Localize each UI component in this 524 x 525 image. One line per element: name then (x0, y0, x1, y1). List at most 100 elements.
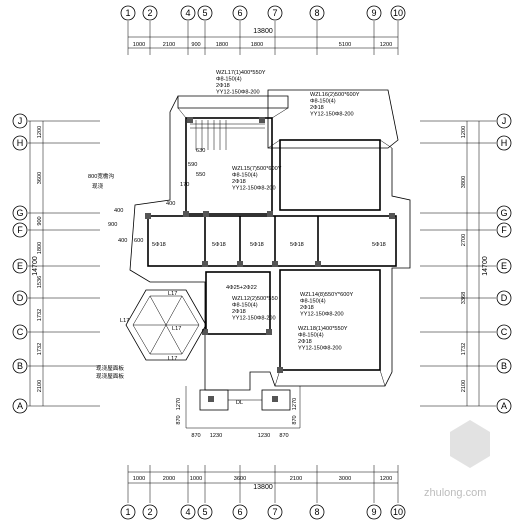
axis-label-top-5: 5 (202, 8, 207, 18)
hip-line (267, 139, 281, 149)
beam-block-1 (185, 117, 273, 215)
beam-label-line: WZL14(8)550Y*600Y (300, 292, 353, 298)
beam-label-line: YY12-150Φ8-200 (300, 312, 344, 318)
axis-label-right-C: C (501, 327, 508, 337)
beam-block-2 (279, 139, 381, 211)
column (202, 329, 208, 335)
axis-bubble-top (267, 5, 283, 21)
column (267, 211, 273, 217)
mid-dim-label: 4Φ25+2Φ22 (226, 285, 257, 291)
eave-note: 现浇 (92, 182, 104, 190)
column (187, 117, 193, 123)
top-seg-dim: 2100 (163, 42, 175, 48)
axis-bubble-right (496, 222, 512, 238)
axis-label-bottom-1: 1 (125, 507, 130, 517)
axis-bubble-top (232, 5, 248, 21)
hip-line (379, 139, 393, 149)
axis-bubble-right (496, 135, 512, 151)
right-seg-dim: 1732 (461, 343, 467, 355)
axis-label-bottom-7: 7 (272, 507, 277, 517)
hex-beam-label: L17 (168, 356, 177, 362)
column (203, 211, 209, 217)
eave-note: 800宽檐沟 (88, 172, 115, 180)
axis-label-right-H: H (501, 138, 508, 148)
axis-label-right-D: D (501, 293, 508, 303)
stair-lines (190, 120, 265, 150)
beam-label-line: Φ8-150(4) (300, 299, 326, 305)
bottom-seg-dim: 1000 (133, 476, 145, 482)
footing-side-dim: 1270 (292, 398, 298, 410)
bottom-seg-dim: 2000 (163, 476, 175, 482)
axis-label-right-J: J (502, 116, 507, 126)
axis-label-right-F: F (501, 225, 507, 235)
footing-side-dim: 870 (292, 415, 298, 424)
axis-bubble-bottom (197, 504, 213, 520)
footing-dim: 870 (191, 433, 200, 439)
axis-bubble-left (12, 135, 28, 151)
room-rebar-label: 5Φ18 (290, 242, 304, 248)
left-seg-dim: 2100 (37, 380, 43, 392)
hip-line (271, 107, 289, 119)
upper-eave (177, 95, 289, 109)
axis-bubble-bottom (267, 504, 283, 520)
right-seg-dim: 1200 (461, 126, 467, 138)
axis-label-bottom-5: 5 (202, 507, 207, 517)
hexagon-outer (125, 289, 207, 361)
axis-label-top-2: 2 (147, 8, 152, 18)
axis-label-bottom-2: 2 (147, 507, 152, 517)
axis-bubble-right (496, 205, 512, 221)
axis-label-left-F: F (17, 225, 23, 235)
left-seg-dim: 900 (37, 216, 43, 225)
column (237, 261, 243, 267)
left-seg-dim: 1536 (37, 276, 43, 288)
hex-beam-label: L17 (120, 318, 129, 324)
footing-side-dim: 870 (176, 415, 182, 424)
axis-bubble-bottom (142, 504, 158, 520)
left-seg-dim: 3600 (37, 172, 43, 184)
axis-label-bottom-6: 6 (237, 507, 242, 517)
axis-bubble-left (12, 113, 28, 129)
footing-dim: 1230 (258, 433, 270, 439)
axis-label-left-G: G (16, 208, 23, 218)
beam-label-line: YY12-150Φ8-200 (216, 90, 260, 96)
beam-label-line: Φ8-150(4) (310, 99, 336, 105)
beam-block-5 (205, 271, 271, 335)
axis-label-top-8: 8 (314, 8, 319, 18)
bottom-seg-dim: 2100 (290, 476, 302, 482)
hex-beam-label: L17 (168, 291, 177, 297)
axis-bubble-bottom (180, 504, 196, 520)
beam-label-line: 2Φ18 (300, 305, 314, 311)
column (266, 329, 272, 335)
column (202, 261, 208, 267)
axis-label-right-B: B (501, 361, 507, 371)
axis-bubble-left (12, 358, 28, 374)
axis-label-bottom-4: 4 (185, 507, 190, 517)
mid-dim-label: 550 (196, 172, 205, 178)
top-total-dim: 13800 (253, 28, 273, 35)
right-seg-dim: 3800 (461, 176, 467, 188)
roof-outline (129, 89, 411, 391)
column (272, 261, 278, 267)
column (315, 261, 321, 267)
top-seg-dim: 1200 (380, 42, 392, 48)
axis-bubble-right (496, 324, 512, 340)
axis-bubble-top (120, 5, 136, 21)
mid-dim-label: 170 (180, 182, 189, 188)
beam-label-line: WZL15(7)500*600Y (232, 166, 282, 172)
bottom-seg-dim: 1000 (190, 476, 202, 482)
top-seg-dim: 1800 (251, 42, 263, 48)
right-seg-dim: 2700 (461, 234, 467, 246)
footing-dim: 1230 (210, 433, 222, 439)
beam-label-line: WZL16(2)500*600Y (310, 92, 360, 98)
footings (185, 386, 301, 429)
axis-label-left-H: H (17, 138, 24, 148)
slab-note: 现浇屋面板 (96, 372, 124, 380)
mid-dim-label: 400 (166, 201, 175, 207)
axis-label-bottom-8: 8 (314, 507, 319, 517)
axis-label-top-9: 9 (371, 8, 376, 18)
footing-side-dim: 1270 (176, 398, 182, 410)
axis-bubble-top (309, 5, 325, 21)
